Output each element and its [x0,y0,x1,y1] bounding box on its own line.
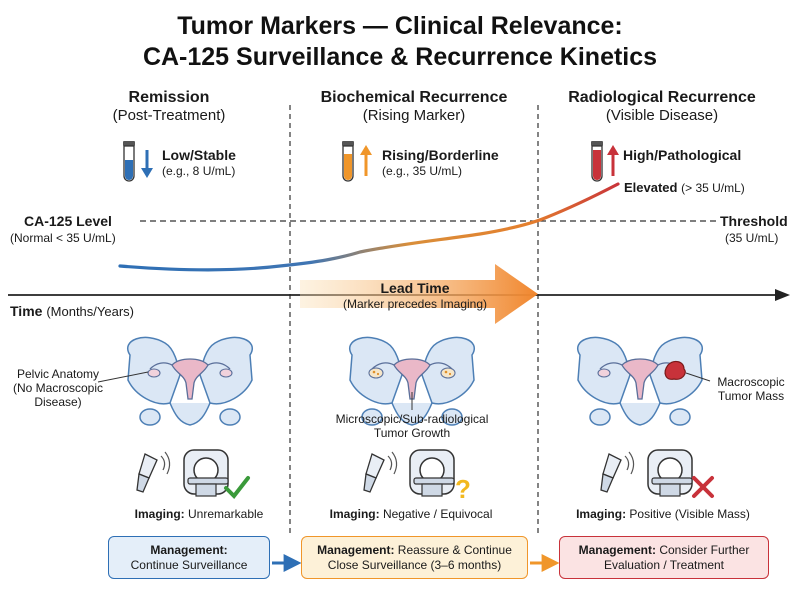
ultrasound-probe-icon [363,451,398,493]
imaging-prefix: Imaging: [134,507,185,521]
level-label-high: High/Pathological [623,147,742,163]
pelvis-icon [349,336,475,426]
ct-scanner-icon [647,449,693,497]
imaging-result-radiological: Imaging: Positive (Visible Mass) [548,507,778,521]
pelvis-icon [127,336,253,426]
time-axis-sublabel: (Months/Years) [46,304,134,319]
ultrasound-probe-icon [136,451,171,493]
ultrasound-probe-icon [600,451,635,493]
anatomy-left-line-2: (No Macroscopic [12,381,104,395]
management-box-biochemical: Management: Reassure & Continue Close Su… [301,536,528,579]
anatomy-right-line-1: Macroscopic [717,375,785,389]
management-prefix: Management: [578,542,656,557]
imaging-result-remission: Imaging: Unremarkable [84,507,314,521]
level-label-low: Low/Stable [162,147,236,163]
anatomy-annotation-left: Pelvic Anatomy (No Macroscopic Disease) [8,367,108,409]
level-example-rising: (e.g., 35 U/mL) [382,164,463,178]
phase-title-remission: Remission [128,89,210,106]
management-text: Continue Surveillance [130,557,248,572]
ca125-level-label: CA-125 Level [24,213,112,229]
time-axis-label-group: Time (Months/Years) [10,303,134,319]
anatomy-left-line-3: Disease) [34,395,82,409]
management-box-remission: Management: Continue Surveillance [108,536,270,579]
lead-time-arrow [300,264,538,324]
phase-title-biochemical: Biochemical Recurrence [320,89,508,106]
arrow-up-icon [360,145,372,176]
ca125-normal-range: (Normal < 35 U/mL) [10,231,116,245]
threshold-label: Threshold [720,213,788,229]
anatomy-annotation-right: Macroscopic Tumor Mass [708,375,794,403]
time-axis-label: Time [10,303,43,319]
imaging-result-text: Positive (Visible Mass) [629,507,750,521]
phase-subtitle-remission: (Post-Treatment) [112,107,226,124]
imaging-prefix: Imaging: [576,507,627,521]
ct-scanner-icon [409,449,455,497]
elevated-value: (> 35 U/mL) [681,181,745,195]
ca125-curve [118,182,620,272]
management-text-line-2: Close Surveillance (3–6 months) [327,557,502,572]
question-icon: ? [455,474,471,504]
test-tube-icon [123,141,135,182]
ct-scanner-icon [183,449,229,497]
arrow-up-icon [607,145,619,176]
arrow-down-icon [141,150,153,178]
test-tube-icon [591,141,603,182]
anatomy-annotation-middle: Microscopic/Sub-radiological Tumor Growt… [312,412,512,440]
management-text-line-1: Consider Further [659,542,750,557]
anatomy-left-line-1: Pelvic Anatomy [16,367,100,381]
test-tube-icon [342,141,354,182]
lead-time-label: Lead Time [380,280,450,296]
management-text-line-1: Reassure & Continue [397,542,512,557]
threshold-value: (35 U/mL) [725,231,779,245]
elevated-label: Elevated [624,180,678,195]
management-box-radiological: Management: Consider Further Evaluation … [559,536,769,579]
check-icon [224,476,250,500]
imaging-result-biochemical: Imaging: Negative / Equivocal [296,507,526,521]
pelvis-icon [577,336,703,426]
leader-line-left [97,371,149,383]
level-example-low: (e.g., 8 U/mL) [162,164,236,178]
diagram-title-line-1: Tumor Markers — Clinical Relevance: [177,12,623,40]
cross-icon [692,476,714,498]
management-text-line-2: Evaluation / Treatment [603,557,725,572]
diagram-title-line-2: CA-125 Surveillance & Recurrence Kinetic… [142,43,658,71]
phase-subtitle-radiological: (Visible Disease) [605,107,719,124]
leader-line-right [685,372,711,382]
phase-title-radiological: Radiological Recurrence [568,89,756,106]
phase-subtitle-biochemical: (Rising Marker) [362,107,466,124]
imaging-prefix: Imaging: [329,507,380,521]
tumor-mass-icon [664,360,686,380]
imaging-result-text: Negative / Equivocal [382,507,493,521]
lead-time-sublabel: (Marker precedes Imaging) [342,297,488,311]
level-label-rising: Rising/Borderline [382,147,499,163]
elevated-label-group: Elevated (> 35 U/mL) [624,180,745,195]
management-prefix: Management: [317,542,395,557]
anatomy-middle-line-1: Microscopic/Sub-radiological [335,412,489,426]
anatomy-middle-line-2: Tumor Growth [373,426,451,440]
anatomy-right-line-2: Tumor Mass [717,389,785,403]
imaging-result-text: Unremarkable [187,507,264,521]
time-axis-arrowhead [775,289,790,301]
management-prefix: Management: [150,542,228,557]
